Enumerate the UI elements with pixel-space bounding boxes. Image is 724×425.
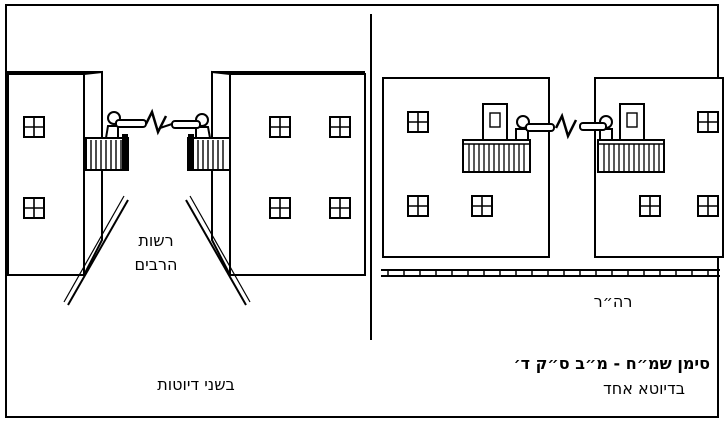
window-icon [697,195,719,217]
balcony-left [462,139,531,173]
window-icon [639,195,661,217]
window-icon [269,197,291,219]
window-icon [697,111,719,133]
street-label: רה״ר [594,292,633,311]
window-icon [329,197,351,219]
window-icon [23,116,45,138]
right-title: סימן שמ״ח - מ״ב ס״ק ד׳ [514,354,710,373]
public-domain-label-line2: הרבים [135,255,178,274]
left-caption: בשני דיוטות [157,375,235,394]
balcony-right [187,134,231,171]
person-left [104,111,147,139]
person-right [579,115,613,141]
passed-object [144,108,173,136]
street-rail [381,269,720,277]
left-building [6,70,147,276]
window-icon [407,195,429,217]
balcony-right [597,139,665,173]
window-icon [407,111,429,133]
right-panel: רה״ר סימן שמ״ח - מ״ב ס״ק ד׳ בדיוטא אחד [381,77,724,398]
right-subtitle: בדיוטא אחד [603,379,685,398]
right-building [171,70,366,276]
window-icon [329,116,351,138]
passed-object [554,112,578,140]
balcony-left [85,134,129,171]
public-street [63,195,251,306]
window-icon [269,116,291,138]
window-icon [23,197,45,219]
one-story-building-left [382,77,555,258]
left-panel: רשות הרבים בשני דיוטות [6,70,366,394]
window-icon [471,195,493,217]
public-domain-label-line1: רשות [138,231,173,250]
person-left [515,115,555,141]
one-story-building-right [579,77,724,258]
